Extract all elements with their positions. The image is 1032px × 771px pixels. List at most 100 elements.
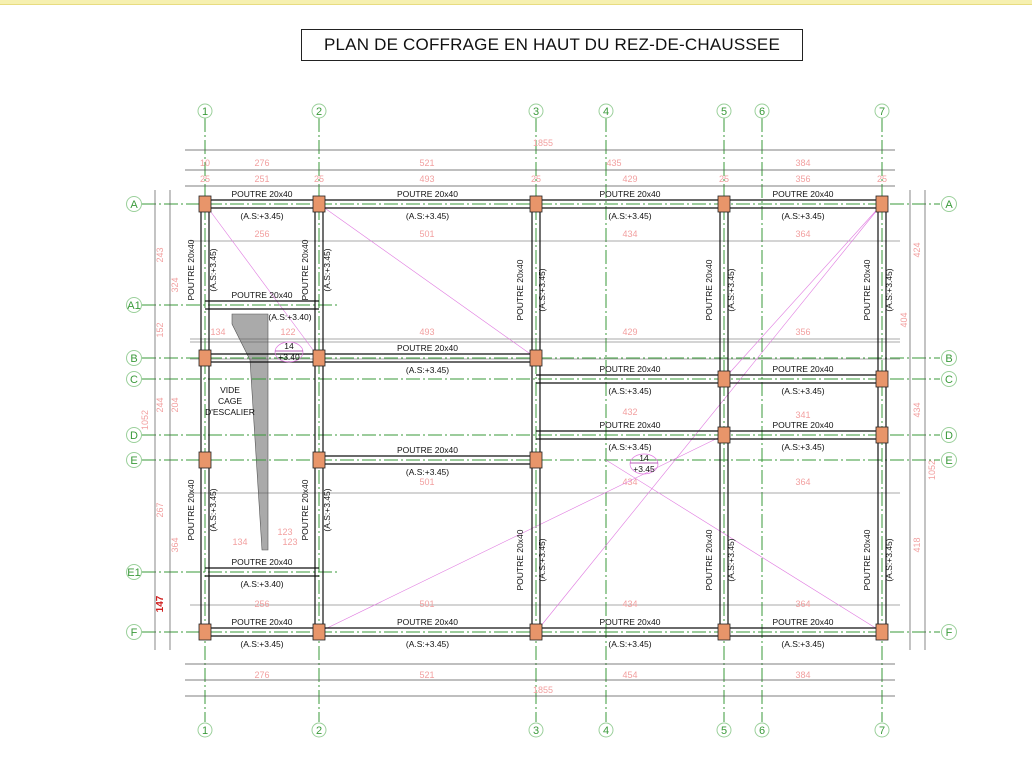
dimension-inner: 123 (277, 527, 292, 537)
beam-level-label-vertical: (A.S:+3.45) (726, 268, 736, 311)
beam-label: POUTRE 20x40 (773, 420, 834, 430)
beam-level-label: (A.S:+3.45) (608, 211, 651, 221)
dimension-left: 267 (155, 502, 165, 517)
beam-label: POUTRE 20x40 (397, 445, 458, 455)
dimension-right: 424 (912, 242, 922, 257)
axis-label-E: E (130, 455, 137, 467)
level-mark (274, 341, 304, 363)
dimension-inner: 256 (254, 599, 269, 609)
axis-bubble-A1 (126, 297, 142, 313)
axis-bubble-F (941, 624, 957, 640)
axis-label-E: E (945, 455, 952, 467)
dimension-inner: 256 (254, 229, 269, 239)
dimension-top: 384 (795, 158, 810, 168)
beam-level-label-vertical: (A.S:+3.45) (208, 488, 218, 531)
slab-diagonal (605, 459, 883, 633)
beam-label-vertical: POUTRE 20x40 (862, 529, 872, 590)
dimension-inner: 356 (795, 327, 810, 337)
column-3A (529, 195, 543, 213)
axis-label-7: 7 (879, 725, 885, 737)
beam-label-vertical: POUTRE 20x40 (704, 529, 714, 590)
dimension-left: 244 (155, 397, 165, 412)
column-5F (717, 623, 731, 641)
axis-label-5: 5 (721, 106, 727, 118)
beam-label: POUTRE 20x40 (773, 617, 834, 627)
dimension-top: 356 (795, 174, 810, 184)
axis-bubble-2 (311, 722, 327, 738)
axis-bubble-3 (528, 103, 544, 119)
beam-label: POUTRE 20x40 (773, 189, 834, 199)
dimension-top: 521 (419, 158, 434, 168)
dimension-inner: 134 (232, 537, 247, 547)
beam-level-label: (A.S:+3.45) (406, 211, 449, 221)
slab-diagonal (204, 203, 320, 359)
axis-bubble-2 (311, 103, 327, 119)
dimension-top: 10 (200, 158, 210, 168)
column-3F (529, 623, 543, 641)
column-7D (875, 426, 889, 444)
axis-label-5: 5 (721, 725, 727, 737)
axis-label-A1: A1 (127, 300, 140, 312)
beam-level-label-vertical: (A.S:+3.45) (884, 268, 894, 311)
column-1F (198, 623, 212, 641)
drawing-title: PLAN DE COFFRAGE EN HAUT DU REZ-DE-CHAUS… (301, 29, 803, 61)
beam-label-vertical: POUTRE 20x40 (186, 239, 196, 300)
dimension-right: 1052 (927, 460, 937, 480)
beam-level-label: (A.S:+3.40) (268, 312, 311, 322)
axis-bubble-4 (598, 722, 614, 738)
level-mark-number: 14 (284, 341, 294, 351)
beam-label-vertical: POUTRE 20x40 (300, 239, 310, 300)
beam-level-label: (A.S:+3.45) (406, 467, 449, 477)
viewer-top-bar (0, 0, 1032, 5)
beam-label: POUTRE 20x40 (397, 343, 458, 353)
dimension-inner: 501 (419, 477, 434, 487)
beam-level-label: (A.S:+3.40) (240, 579, 283, 589)
beam-level-label: (A.S:+3.45) (406, 639, 449, 649)
axis-label-2: 2 (316, 725, 322, 737)
axis-label-A: A (130, 199, 138, 211)
axis-label-C: C (130, 374, 138, 386)
slab-diagonal (535, 203, 883, 633)
beam-label-vertical: POUTRE 20x40 (515, 529, 525, 590)
axis-bubble-E1 (126, 564, 142, 580)
dimension-right: 404 (899, 312, 909, 327)
column-7A (875, 195, 889, 213)
axis-bubble-D (126, 427, 142, 443)
dimension-top: 276 (254, 158, 269, 168)
column-5C (717, 370, 731, 388)
beam-label: POUTRE 20x40 (600, 189, 661, 199)
beam-label: POUTRE 20x40 (232, 189, 293, 199)
dimension-top: 25 (719, 174, 729, 184)
dimension-right: 434 (912, 402, 922, 417)
dimension-inner: 434 (622, 229, 637, 239)
beam-level-label: (A.S:+3.45) (240, 211, 283, 221)
axis-label-A: A (945, 199, 953, 211)
dimension-inner: 501 (419, 229, 434, 239)
beam-label-vertical: POUTRE 20x40 (300, 479, 310, 540)
column-5A (717, 195, 731, 213)
slab-diagonal (723, 203, 883, 380)
level-mark-value: +3.45 (633, 464, 655, 474)
column-2F (312, 623, 326, 641)
stair-label: D'ESCALIER (205, 407, 255, 417)
axis-label-6: 6 (759, 106, 765, 118)
beam-label: POUTRE 20x40 (232, 290, 293, 300)
axis-bubble-4 (598, 103, 614, 119)
axis-label-D: D (130, 430, 138, 442)
axis-label-F: F (131, 627, 138, 639)
axis-label-4: 4 (603, 106, 609, 118)
axis-bubble-3 (528, 722, 544, 738)
dimension-inner: 493 (419, 327, 434, 337)
dimension-top: 251 (254, 174, 269, 184)
dimension-bottom: 454 (622, 670, 637, 680)
beam-level-label-vertical: (A.S:+3.45) (322, 488, 332, 531)
axis-bubble-5 (716, 722, 732, 738)
red-dimension: 147 (155, 595, 166, 612)
dimension-top: 429 (622, 174, 637, 184)
axis-label-E1: E1 (127, 567, 140, 579)
axis-bubble-A (941, 196, 957, 212)
beam-level-label: (A.S:+3.45) (406, 365, 449, 375)
axis-label-7: 7 (879, 106, 885, 118)
beam-label-vertical: POUTRE 20x40 (862, 259, 872, 320)
